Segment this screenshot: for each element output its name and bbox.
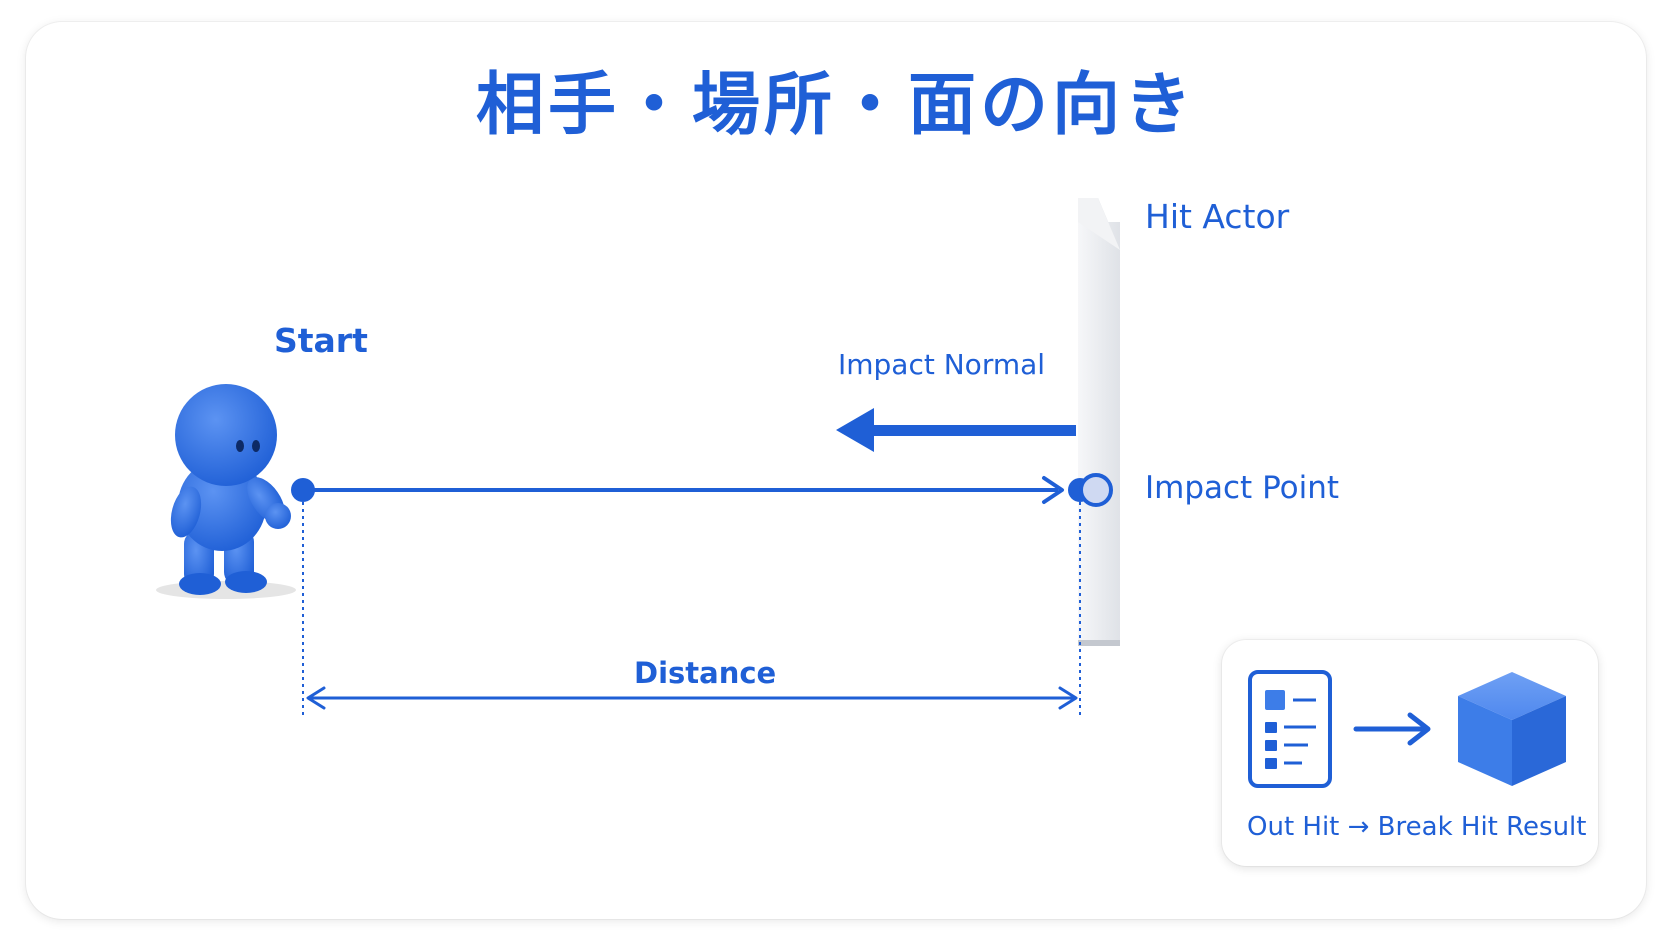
start-label: Start [274, 321, 368, 360]
distance-label: Distance [634, 656, 777, 690]
document-list-icon [1248, 670, 1332, 788]
impact-point-marker [1068, 473, 1113, 507]
wall-icon [1078, 198, 1120, 646]
out-hit-result-label: Out Hit → Break Hit Result [1247, 812, 1587, 842]
cube-icon [1458, 672, 1566, 786]
impact-normal-arrow [836, 408, 1076, 452]
trace-line [291, 476, 1064, 504]
impact-normal-label: Impact Normal [838, 348, 1046, 381]
distance-measure [302, 502, 1081, 715]
result-arrow-icon [1353, 712, 1431, 746]
page-title: 相手・場所・面の向き [475, 66, 1196, 145]
hit-actor-label: Hit Actor [1145, 197, 1290, 236]
impact-point-label: Impact Point [1145, 470, 1340, 506]
blue-figure-icon [156, 384, 296, 599]
